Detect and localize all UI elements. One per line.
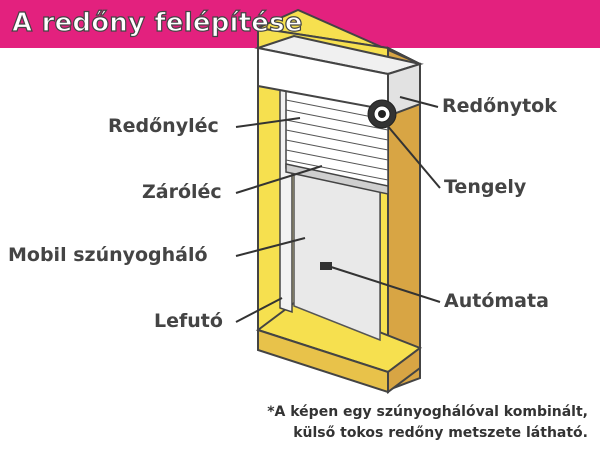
- label-redonylec: Redőnyléc: [108, 115, 219, 137]
- axle-core: [378, 110, 386, 118]
- callout-zarolec: [235, 165, 323, 194]
- sill-right: [387, 346, 421, 394]
- callout-redonylec: [235, 117, 301, 128]
- shutter-slats: [285, 99, 389, 181]
- callout-automata: [327, 265, 441, 303]
- footnote-line-1: *A képen egy szúnyoghálóval kombinált,: [267, 404, 588, 420]
- callout-tengely: [385, 123, 441, 189]
- label-zarolec: Záróléc: [142, 181, 222, 203]
- bottom-slat: [285, 163, 389, 195]
- callout-lines: [235, 96, 441, 323]
- automatic-lock: [320, 262, 332, 270]
- callout-mobil: [235, 237, 306, 257]
- footnote-line-2: külső tokos redőny metszete látható.: [293, 425, 588, 441]
- label-lefuto: Lefutó: [154, 310, 223, 332]
- label-tengely: Tengely: [444, 176, 527, 198]
- label-redonytok: Redőnytok: [442, 95, 557, 117]
- footnote: *A képen egy szúnyoghálóval kombinált, k…: [267, 402, 588, 444]
- label-automata: Autómata: [444, 290, 549, 312]
- callout-redonytok: [399, 96, 439, 108]
- callout-lefuto: [235, 297, 283, 323]
- title-text: A redőny felépítése: [11, 7, 303, 38]
- label-mobil-szunyoghalo: Mobil szúnyogháló: [8, 244, 208, 266]
